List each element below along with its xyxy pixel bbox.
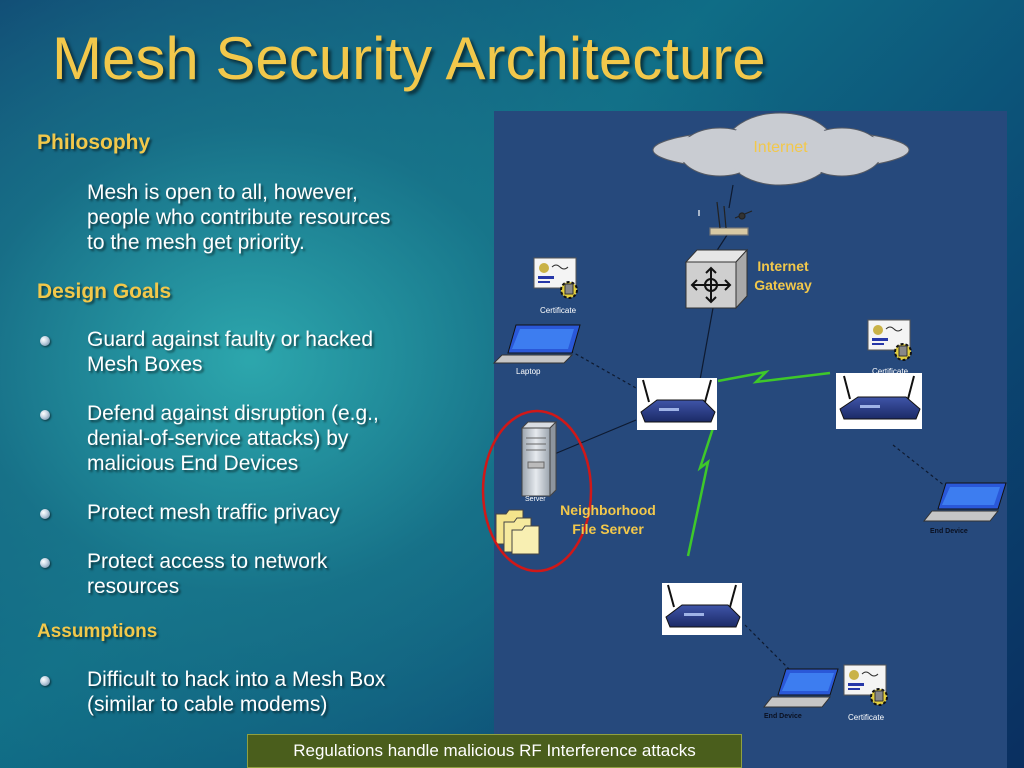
end-device-label: End Device [764, 713, 802, 720]
end-device-laptop-icon [922, 482, 1007, 522]
folder-icon [511, 525, 540, 555]
left-text-column: Philosophy Mesh is open to all, however,… [0, 0, 490, 768]
design-goal-item: Guard against faulty or hacked Mesh Boxe… [87, 327, 472, 377]
mesh-router-icon [662, 583, 742, 635]
bullet-line: malicious End Devices [87, 452, 299, 475]
server-icon [520, 420, 558, 498]
certificate-label: Certificate [848, 713, 885, 722]
assumption-item: Difficult to hack into a Mesh Box (simil… [87, 667, 472, 717]
mesh-router-icon [836, 373, 922, 429]
router-enddevice-link [744, 624, 791, 671]
bullet-line: Defend against disruption (e.g., [87, 402, 379, 425]
bullet-line: Mesh Boxes [87, 353, 203, 376]
laptop-label: Laptop [516, 367, 541, 376]
gateway-label-line: Gateway [754, 277, 812, 293]
philosophy-heading: Philosophy [37, 131, 151, 154]
assumptions-heading: Assumptions [37, 621, 158, 642]
mesh-router-icon [637, 378, 717, 430]
bullet-icon [40, 676, 50, 686]
server-label-line: Neighborhood [560, 502, 656, 518]
internet-cloud-icon [652, 112, 910, 186]
design-goal-item: Protect mesh traffic privacy [87, 500, 472, 525]
certificate-icon [867, 319, 912, 361]
philosophy-line: to the mesh get priority. [87, 231, 305, 254]
slide-title: Mesh Security Architecture [52, 25, 766, 92]
gateway-router-link [699, 307, 714, 381]
gateway-switch-icon [684, 248, 749, 310]
antenna-tower-icon [698, 201, 753, 236]
philosophy-line: people who contribute resources [87, 206, 391, 229]
end-device-label: End Device [930, 528, 968, 535]
gateway-label-line: Internet [757, 258, 809, 274]
bullet-icon [40, 558, 50, 568]
bullet-icon [40, 336, 50, 346]
neighborhood-file-server-label: Neighborhood File Server [548, 501, 668, 539]
router-enddevice-link [892, 444, 951, 491]
design-goal-item: Protect access to network resources [87, 549, 472, 599]
certificate-label: Certificate [872, 367, 909, 376]
philosophy-line: Mesh is open to all, however, [87, 181, 358, 204]
certificate-icon [533, 257, 578, 299]
design-goals-heading: Design Goals [37, 280, 172, 303]
bullet-line: Protect mesh traffic privacy [87, 501, 340, 524]
bullet-line: Difficult to hack into a Mesh Box [87, 668, 386, 691]
bullet-line: Guard against faulty or hacked [87, 328, 374, 351]
bottom-note: Regulations handle malicious RF Interfer… [247, 734, 742, 768]
wireless-link-icon [686, 424, 716, 557]
bullet-line: denial-of-service attacks) by [87, 427, 349, 450]
wireless-link-icon [717, 370, 831, 384]
design-goal-item: Defend against disruption (e.g., denial-… [87, 401, 472, 476]
server-highlight-ellipse [481, 409, 593, 573]
server-caption: Server [525, 496, 546, 503]
bullet-line: (similar to cable modems) [87, 693, 328, 716]
bullet-line: resources [87, 575, 180, 598]
laptop-icon [492, 324, 581, 364]
end-device-laptop-icon [762, 668, 839, 708]
cloud-tower-link [728, 184, 734, 209]
internet-label: Internet [753, 139, 808, 156]
server-router-link [551, 419, 637, 456]
bullet-icon [40, 509, 50, 519]
bullet-icon [40, 410, 50, 420]
internet-gateway-label: Internet Gateway [742, 257, 824, 295]
philosophy-text: Mesh is open to all, however, people who… [87, 180, 472, 255]
bullet-line: Protect access to network [87, 550, 328, 573]
server-label-line: File Server [572, 521, 644, 537]
connection-lines [551, 184, 951, 671]
wireless-links [686, 370, 831, 557]
certificate-icon [843, 664, 888, 706]
certificate-label: Certificate [540, 306, 577, 315]
